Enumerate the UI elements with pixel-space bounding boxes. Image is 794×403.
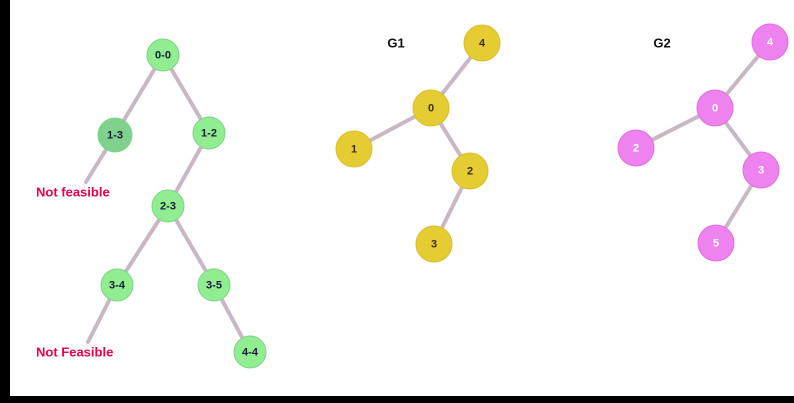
node-circle[interactable] [233,335,267,369]
node-search-tree-3-4[interactable]: 3-4 [100,268,134,302]
node-search-tree-1-3[interactable]: 1-3 [97,117,133,153]
node-search-tree-0-0[interactable]: 0-0 [146,38,180,72]
node-circle[interactable] [751,23,789,61]
node-circle[interactable] [335,130,373,168]
node-circle[interactable] [192,116,226,150]
node-search-tree-1-2[interactable]: 1-2 [192,116,226,150]
node-search-tree-4-4[interactable]: 4-4 [233,335,267,369]
node-circle[interactable] [412,89,450,127]
node-g2-3[interactable]: 3 [742,151,780,189]
node-circle[interactable] [146,38,180,72]
node-search-tree-2-3[interactable]: 2-3 [151,189,185,223]
node-g2-5[interactable]: 5 [697,224,735,262]
node-g1-3[interactable]: 3 [415,225,453,263]
node-circle[interactable] [696,89,734,127]
node-circle[interactable] [151,189,185,223]
node-circle[interactable] [617,129,655,167]
node-g2-0[interactable]: 0 [696,89,734,127]
node-circle[interactable] [463,24,501,62]
node-g1-4[interactable]: 4 [463,24,501,62]
annotation-not-feasible-upper: Not feasible [36,185,110,200]
node-circle[interactable] [197,268,231,302]
node-circle[interactable] [742,151,780,189]
node-g2-2[interactable]: 2 [617,129,655,167]
node-circle[interactable] [415,225,453,263]
node-g2-4[interactable]: 4 [751,23,789,61]
panel-title-g1: G1 [387,36,404,51]
node-circle[interactable] [697,224,735,262]
node-g1-1[interactable]: 1 [335,130,373,168]
annotation-not-feasible-lower: Not Feasible [36,345,113,360]
frame-bottom-border [0,396,794,403]
node-g1-2[interactable]: 2 [451,152,489,190]
node-circle[interactable] [100,268,134,302]
panel-g2: G2 40 2 35 [617,23,789,262]
node-circle[interactable] [451,152,489,190]
panel-g1: G1 40 1 2 3 [335,24,501,263]
panel-title-g2: G2 [653,36,670,51]
frame-left-border [0,0,10,403]
node-search-tree-3-5[interactable]: 3-5 [197,268,231,302]
node-circle[interactable] [97,117,133,153]
node-g1-0[interactable]: 0 [412,89,450,127]
